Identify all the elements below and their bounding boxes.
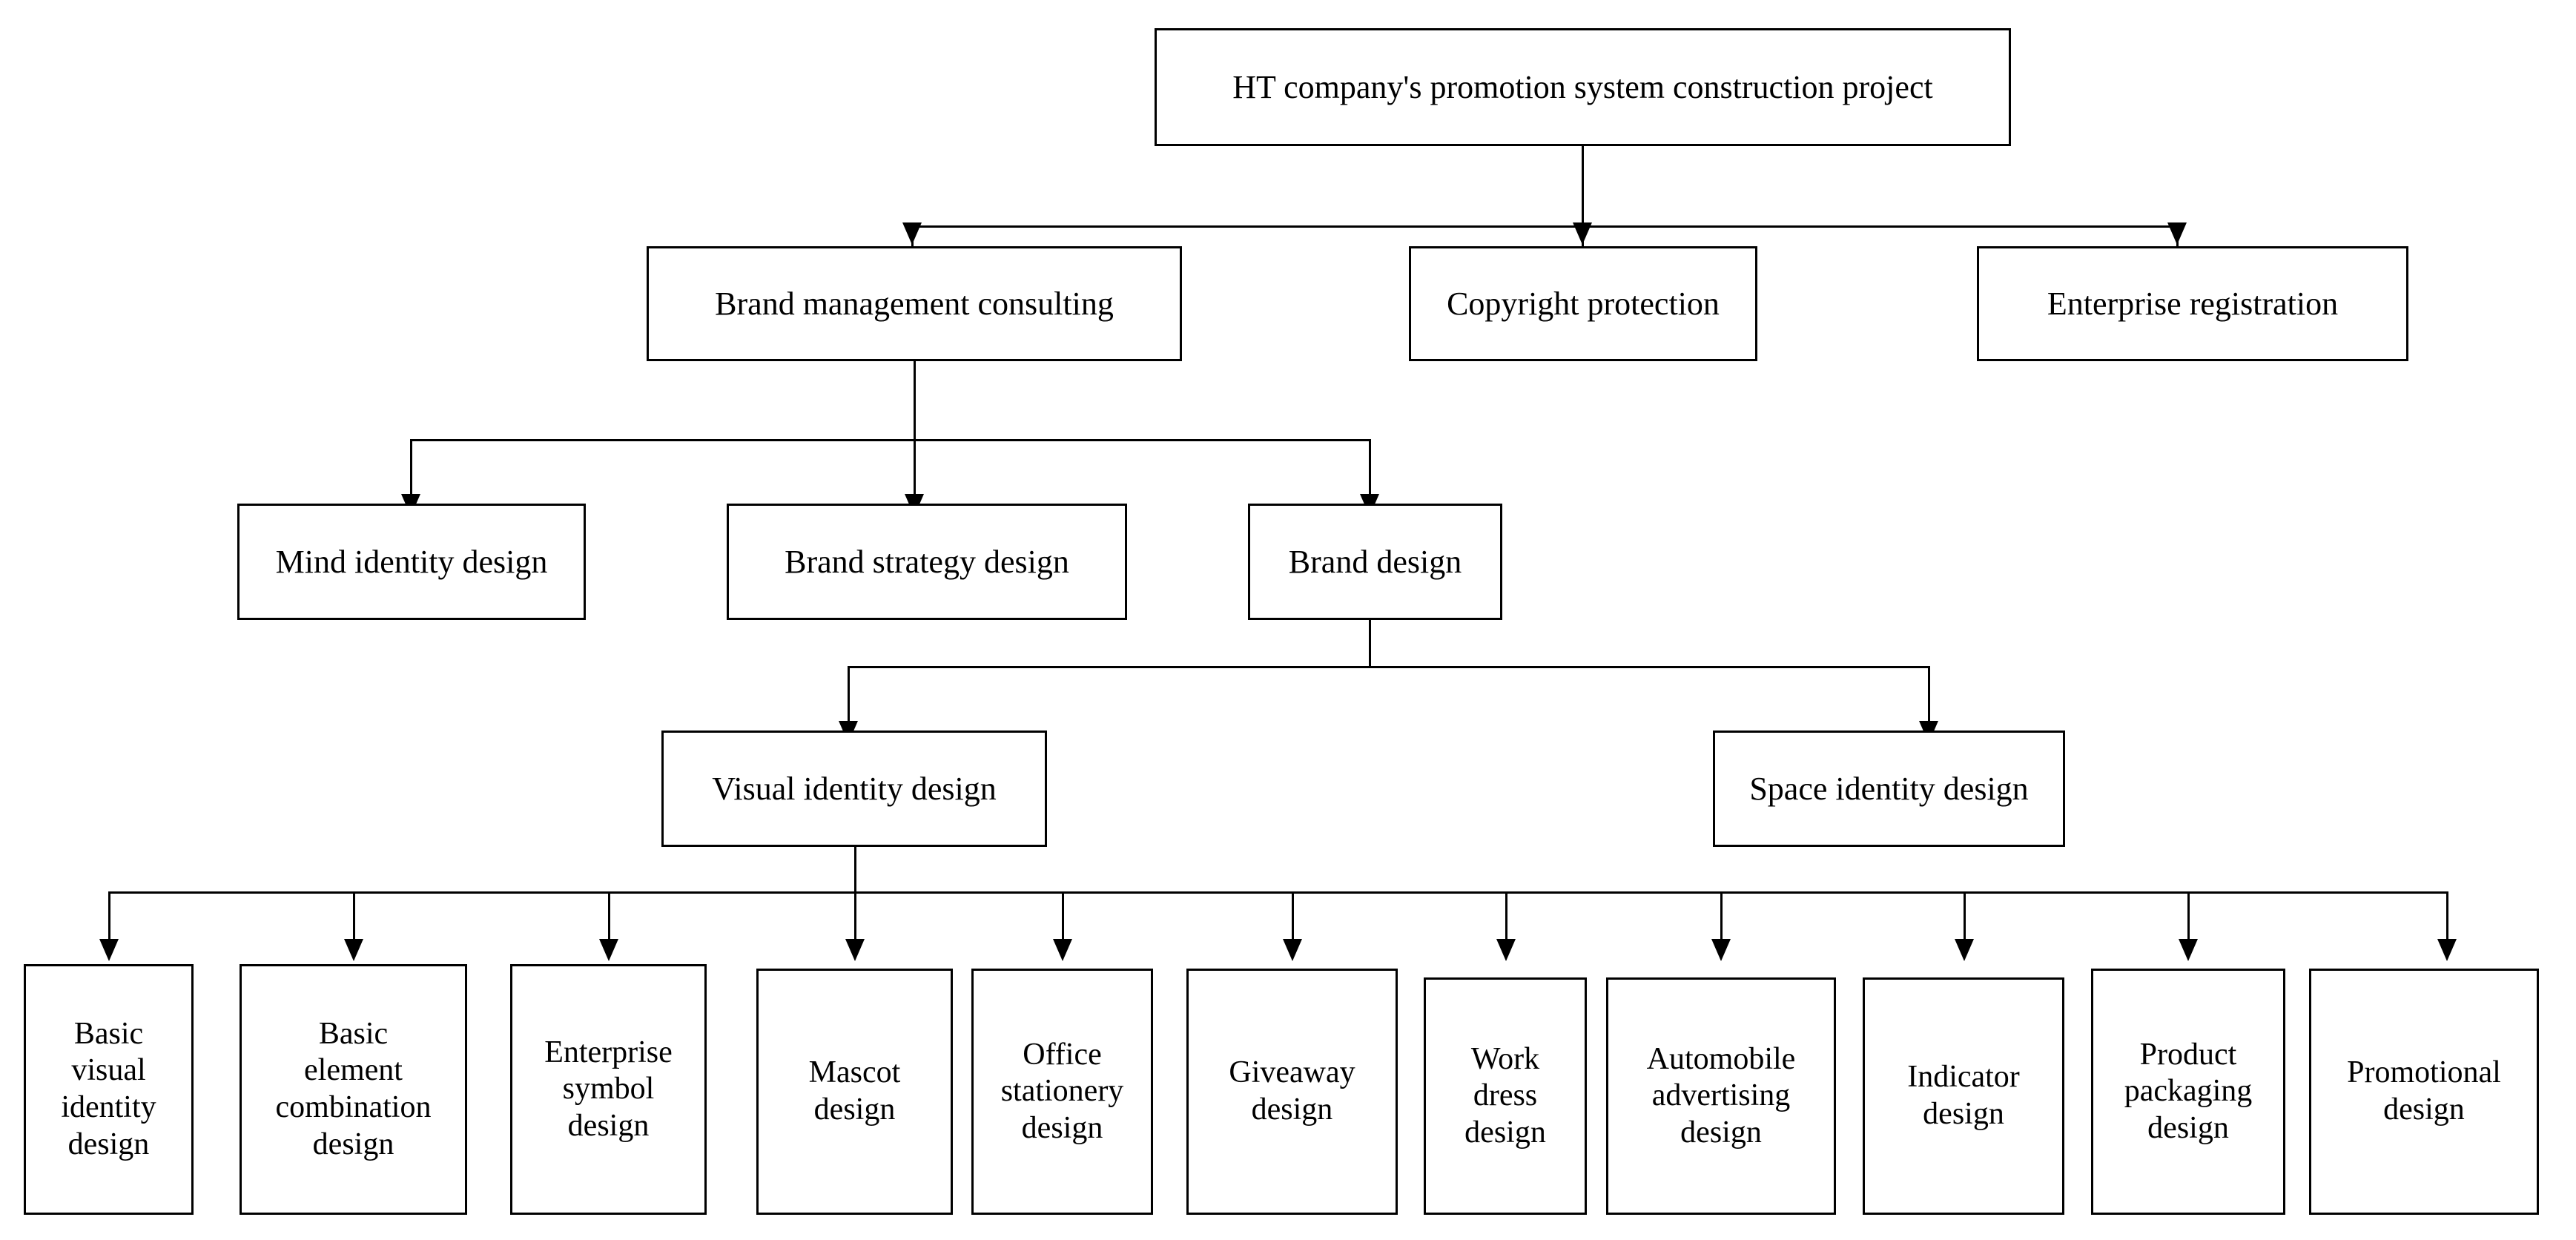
arrow-leaf-8 [1711, 939, 1731, 961]
arrow-leaf-6 [1283, 939, 1302, 961]
arrow-leaf-10 [2179, 939, 2198, 961]
connector-drop-leaf-3 [608, 891, 610, 942]
node-leaf-enterprise-symbol-design[interactable]: Enterprise symbol design [510, 964, 707, 1215]
node-brand-management-consulting[interactable]: Brand management consulting [647, 246, 1182, 361]
node-brand-design[interactable]: Brand design [1248, 504, 1502, 620]
node-brand-strategy-design[interactable]: Brand strategy design [727, 504, 1127, 620]
arrow-brand-management [902, 222, 922, 245]
node-leaf-work-dress-design[interactable]: Work dress design [1424, 977, 1587, 1215]
connector-drop-visual-identity [848, 666, 850, 724]
arrow-copyright [1573, 222, 1592, 245]
node-copyright-protection[interactable]: Copyright protection [1409, 246, 1757, 361]
connector-drop-brand-strategy [914, 439, 916, 497]
node-enterprise-registration[interactable]: Enterprise registration [1977, 246, 2408, 361]
connector-drop-leaf-8 [1720, 891, 1723, 942]
connector-level2-bus [911, 225, 2179, 228]
arrow-leaf-7 [1496, 939, 1516, 961]
connector-drop-leaf-5 [1062, 891, 1064, 942]
arrow-leaf-11 [2437, 939, 2457, 961]
arrow-leaf-5 [1053, 939, 1072, 961]
connector-drop-leaf-9 [1964, 891, 1966, 942]
connector-drop-leaf-10 [2187, 891, 2190, 942]
node-leaf-product-packaging-design[interactable]: Product packaging design [2091, 969, 2285, 1215]
arrow-leaf-2 [344, 939, 363, 961]
connector-drop-leaf-7 [1505, 891, 1507, 942]
arrow-enterprise-registration [2167, 222, 2187, 245]
node-mind-identity-design[interactable]: Mind identity design [237, 504, 586, 620]
arrow-leaf-1 [99, 939, 119, 961]
node-visual-identity-design[interactable]: Visual identity design [661, 731, 1047, 847]
connector-level3-bus [410, 439, 1371, 441]
arrow-leaf-3 [599, 939, 618, 961]
node-root[interactable]: HT company's promotion system constructi… [1155, 28, 2011, 146]
connector-level4-bus [848, 666, 1930, 668]
connector-drop-leaf-1 [108, 891, 110, 942]
connector-drop-leaf-4 [854, 891, 856, 942]
connector-root-stem [1582, 146, 1584, 226]
node-leaf-basic-element-combination-design[interactable]: Basic element combination design [240, 964, 467, 1215]
connector-drop-leaf-2 [353, 891, 355, 942]
node-leaf-indicator-design[interactable]: Indicator design [1863, 977, 2064, 1215]
connector-leaf-bus [108, 891, 2448, 894]
node-space-identity-design[interactable]: Space identity design [1713, 731, 2065, 847]
node-leaf-automobile-advertising-design[interactable]: Automobile advertising design [1606, 977, 1836, 1215]
arrow-leaf-4 [845, 939, 865, 961]
connector-brand-management-stem [914, 361, 916, 440]
connector-drop-leaf-6 [1292, 891, 1294, 942]
node-leaf-giveaway-design[interactable]: Giveaway design [1186, 969, 1398, 1215]
arrow-leaf-9 [1955, 939, 1974, 961]
node-leaf-basic-visual-identity-design[interactable]: Basic visual identity design [24, 964, 194, 1215]
connector-brand-design-stem [1369, 620, 1371, 667]
connector-drop-mind-identity [410, 439, 412, 497]
node-leaf-mascot-design[interactable]: Mascot design [756, 969, 953, 1215]
connector-drop-leaf-11 [2446, 891, 2448, 942]
connector-drop-space-identity [1928, 666, 1930, 724]
node-leaf-promotional-design[interactable]: Promotional design [2309, 969, 2539, 1215]
node-leaf-office-stationery-design[interactable]: Office stationery design [971, 969, 1153, 1215]
connector-drop-brand-design [1369, 439, 1371, 497]
connector-visual-identity-stem [854, 847, 856, 893]
